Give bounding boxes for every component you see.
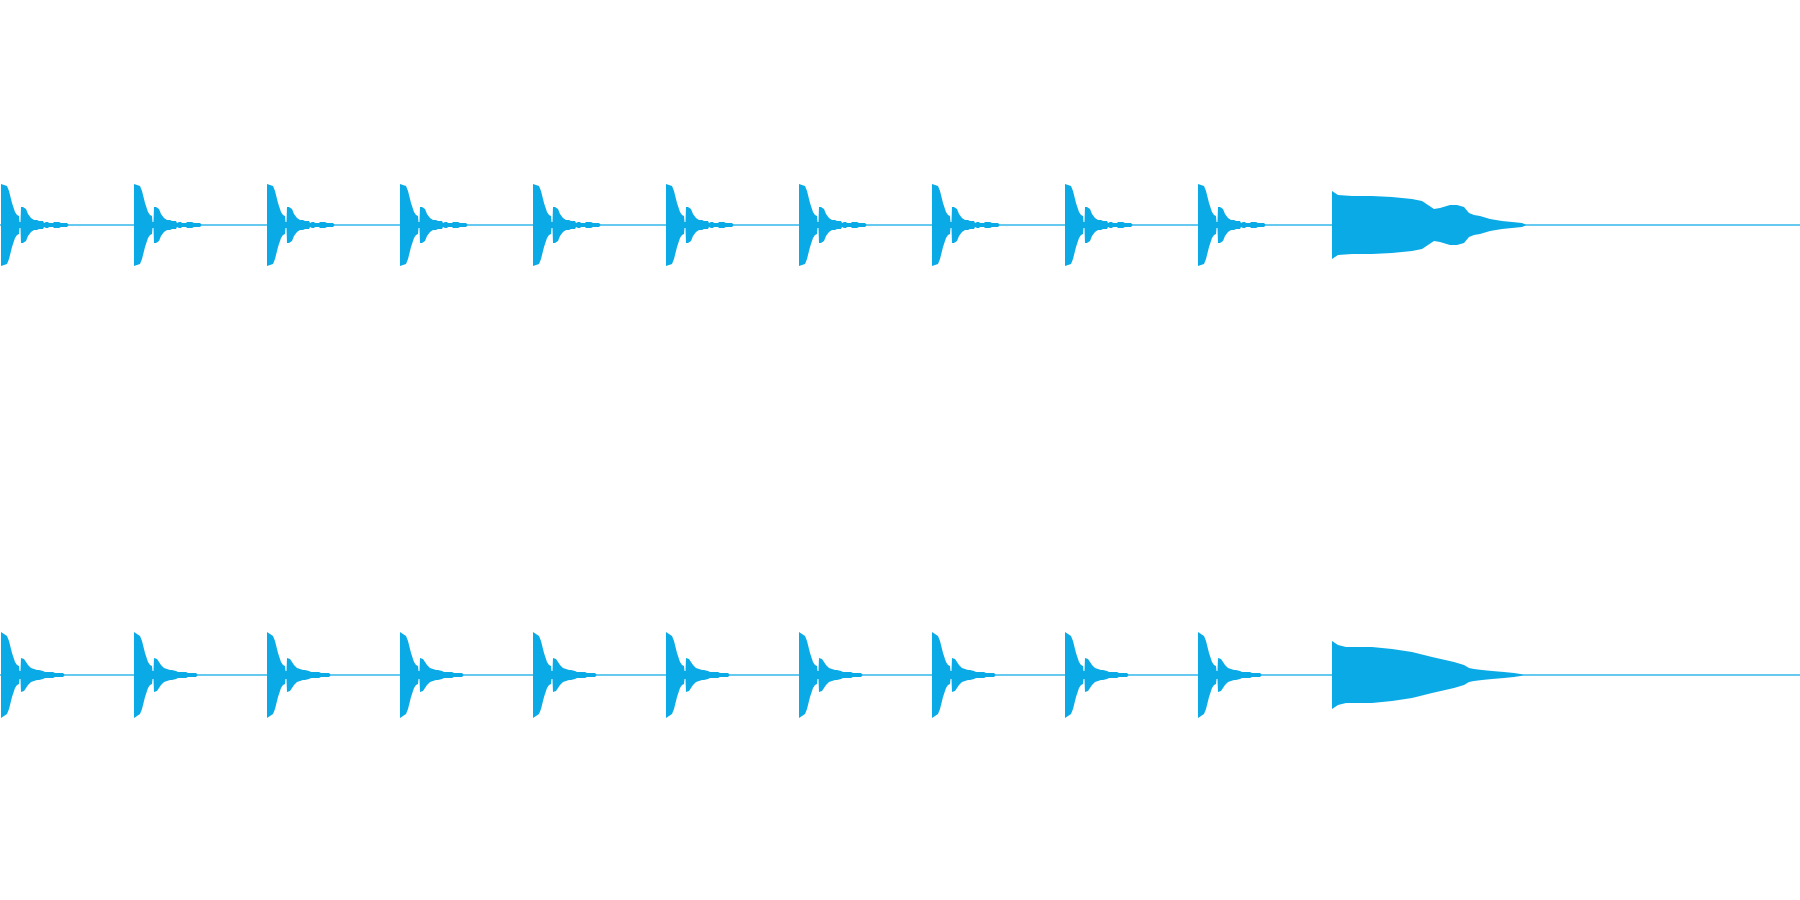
click-burst <box>134 632 198 718</box>
click-burst <box>533 184 601 266</box>
click-burst <box>932 632 996 718</box>
click-burst <box>1065 184 1133 266</box>
click-burst <box>932 184 1000 266</box>
click-burst <box>400 184 468 266</box>
click-burst <box>1198 632 1262 718</box>
sustained-tone <box>1332 641 1527 709</box>
click-burst <box>1 184 69 266</box>
click-burst <box>666 184 734 266</box>
click-burst <box>267 632 331 718</box>
click-burst <box>799 184 867 266</box>
click-burst <box>1 632 65 718</box>
click-burst <box>1065 632 1129 718</box>
click-burst <box>1198 184 1266 266</box>
click-burst <box>666 632 730 718</box>
channel-2-waveform[interactable] <box>0 632 1800 718</box>
click-burst <box>134 184 202 266</box>
channel-1-waveform[interactable] <box>0 184 1800 266</box>
click-burst <box>267 184 335 266</box>
click-burst <box>533 632 597 718</box>
sustained-tone <box>1332 191 1527 259</box>
click-burst <box>799 632 863 718</box>
click-burst <box>400 632 464 718</box>
